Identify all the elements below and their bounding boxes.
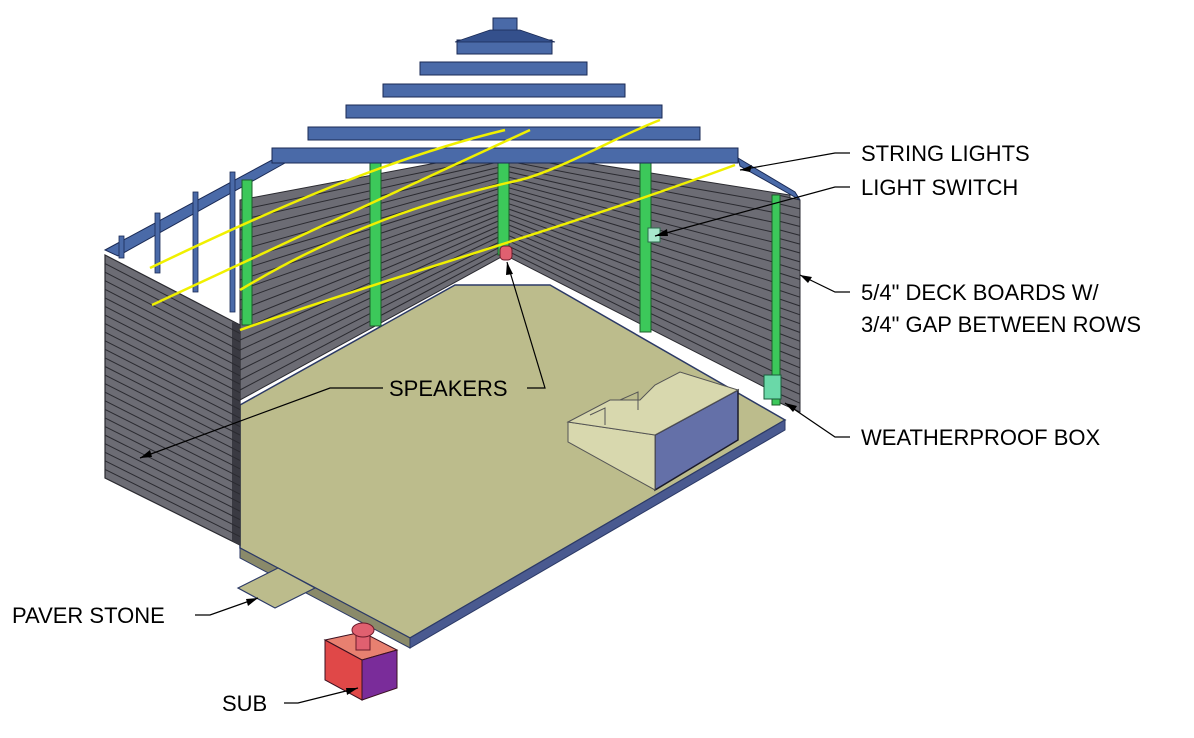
deck-board-seam — [777, 220, 801, 227]
deck-board-seam — [777, 358, 801, 369]
deck-board-seam — [777, 349, 801, 360]
label-string-lights: STRING LIGHTS — [861, 141, 1030, 166]
label-paver-stone: PAVER STONE — [12, 603, 165, 628]
deck-board-seam — [104, 451, 241, 521]
deck-board-seam — [104, 323, 241, 394]
label-deck-boards-line2: 3/4" GAP BETWEEN ROWS — [861, 312, 1141, 337]
deck-board-seam — [777, 392, 801, 404]
deck-board-seam — [104, 288, 241, 360]
deck-board-seam — [777, 323, 801, 333]
label-deck-boards-line1: 5/4" DECK BOARDS W/ — [861, 280, 1100, 305]
deck-board-seam — [104, 443, 241, 512]
deck-board-seam — [777, 246, 801, 254]
deck-board-seam — [777, 229, 801, 236]
deck-board-seam — [104, 417, 241, 487]
deck-board-seam — [777, 263, 801, 272]
deck-board-seam — [104, 331, 241, 402]
deck-board-seam — [777, 237, 801, 245]
right-end-wall — [777, 194, 801, 413]
deck-board-seam — [777, 375, 801, 386]
floor-slab — [239, 284, 787, 649]
deck-board-seam — [104, 366, 241, 436]
deck-board-seam — [104, 297, 241, 368]
deck-board-seam — [777, 367, 801, 378]
deck-board-seam — [104, 391, 241, 461]
deck-board-seam — [777, 384, 801, 395]
deck-board-seam — [104, 460, 241, 529]
label-light-switch: LIGHT SWITCH — [861, 175, 1018, 200]
deck-board-seam — [104, 306, 241, 377]
deck-board-seam — [104, 280, 241, 351]
deck-board-seam — [104, 400, 241, 470]
label-weatherproof-box: WEATHERPROOF BOX — [861, 425, 1100, 450]
deck-board-seam — [777, 211, 801, 219]
front-left-wall — [104, 254, 241, 546]
deck-board-seam — [104, 383, 241, 453]
deck-board-seam — [777, 315, 801, 325]
label-speakers: SPEAKERS — [389, 376, 508, 401]
subwoofer — [323, 622, 399, 701]
deck-board-seam — [104, 348, 241, 419]
left-top-rail — [103, 159, 287, 313]
deck-board-seam — [104, 426, 241, 495]
deck-board-seam — [777, 289, 801, 298]
deck-board-seam — [777, 306, 801, 316]
green-posts — [241, 149, 781, 406]
deck-board-seam — [104, 434, 241, 504]
deck-board-seam — [777, 332, 801, 342]
deck-board-seam — [777, 341, 801, 351]
deck-board-seam — [104, 340, 241, 411]
deck-board-seam — [104, 263, 241, 334]
string-lights — [149, 118, 736, 332]
deck-board-seam — [777, 280, 801, 289]
deck-board-seam — [104, 314, 241, 385]
deck-board-seam — [104, 468, 241, 537]
weatherproof-box-icon — [763, 374, 782, 400]
deck-board-seam — [104, 408, 241, 478]
leader-lines — [139, 152, 850, 704]
ceiling-speaker-icon — [499, 245, 513, 261]
deck-board-seam — [777, 254, 801, 263]
deck-board-seam — [104, 271, 241, 343]
right-top-rail — [737, 156, 801, 201]
deck-board-seam — [104, 374, 241, 444]
label-sub: SUB — [222, 691, 267, 716]
roof-slats — [271, 17, 739, 164]
deck-board-seam — [104, 357, 241, 427]
bench — [566, 371, 740, 492]
deck-board-seam — [777, 203, 801, 210]
deck-board-seam — [777, 272, 801, 280]
deck-board-seam — [777, 298, 801, 307]
